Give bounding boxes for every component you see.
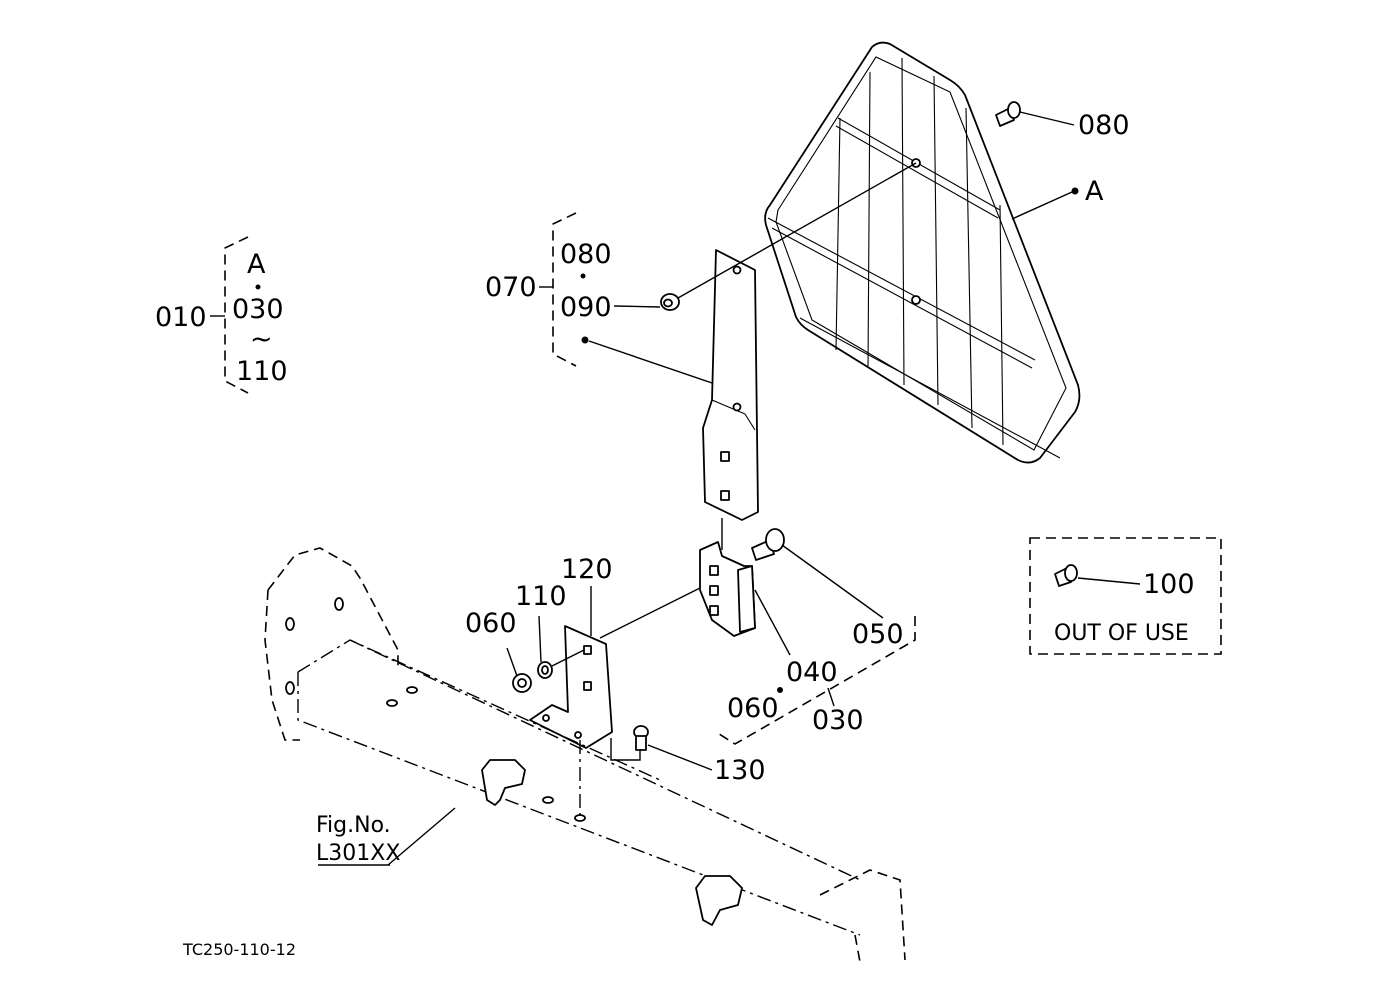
drawing-id: TC250-110-12 bbox=[182, 940, 296, 959]
fig-no-label: Fig.No. bbox=[316, 813, 391, 838]
callout-a: A bbox=[1085, 176, 1104, 207]
callout-030-group: 030 bbox=[232, 294, 284, 325]
callout-050: 050 bbox=[852, 619, 904, 650]
bolt-050-icon bbox=[751, 528, 785, 561]
callout-110-group: 110 bbox=[236, 356, 288, 387]
callout-040: 040 bbox=[786, 657, 838, 688]
nut-060-icon bbox=[512, 673, 532, 693]
callout-110: 110 bbox=[515, 581, 567, 612]
callout-010: 010 bbox=[155, 302, 207, 333]
bolt-130-icon bbox=[633, 725, 649, 751]
tilde-range: ~ bbox=[250, 324, 273, 355]
group-030-bracket bbox=[715, 589, 916, 745]
group-070-bracket bbox=[539, 212, 713, 384]
callout-080: 080 bbox=[1078, 110, 1130, 141]
callout-090: 090 bbox=[560, 292, 612, 323]
nut-090-icon bbox=[660, 293, 680, 311]
callout-030: 030 bbox=[812, 705, 864, 736]
callout-a-group: A bbox=[247, 249, 266, 280]
callout-100: 100 bbox=[1143, 569, 1195, 600]
group-010-bracket bbox=[210, 236, 261, 394]
tractor-frame bbox=[264, 547, 906, 963]
bracket-120 bbox=[529, 625, 613, 749]
fig-ref-label: L301XX bbox=[316, 841, 400, 866]
callout-060: 060 bbox=[465, 608, 517, 639]
bracket-070 bbox=[702, 249, 759, 521]
callout-070: 070 bbox=[485, 272, 537, 303]
callout-120: 120 bbox=[561, 554, 613, 585]
washer-110-icon bbox=[537, 661, 553, 679]
callout-060b: 060 bbox=[727, 693, 779, 724]
out-of-use-box bbox=[1029, 537, 1222, 655]
callout-080-group: 080 bbox=[560, 239, 612, 270]
a-leader bbox=[1011, 187, 1079, 220]
callout-130: 130 bbox=[714, 755, 766, 786]
wire-mesh-guard bbox=[764, 41, 1081, 464]
screw-080-icon bbox=[995, 101, 1075, 127]
out-of-use-label: OUT OF USE bbox=[1054, 621, 1189, 646]
channel-bracket-040 bbox=[699, 541, 756, 637]
